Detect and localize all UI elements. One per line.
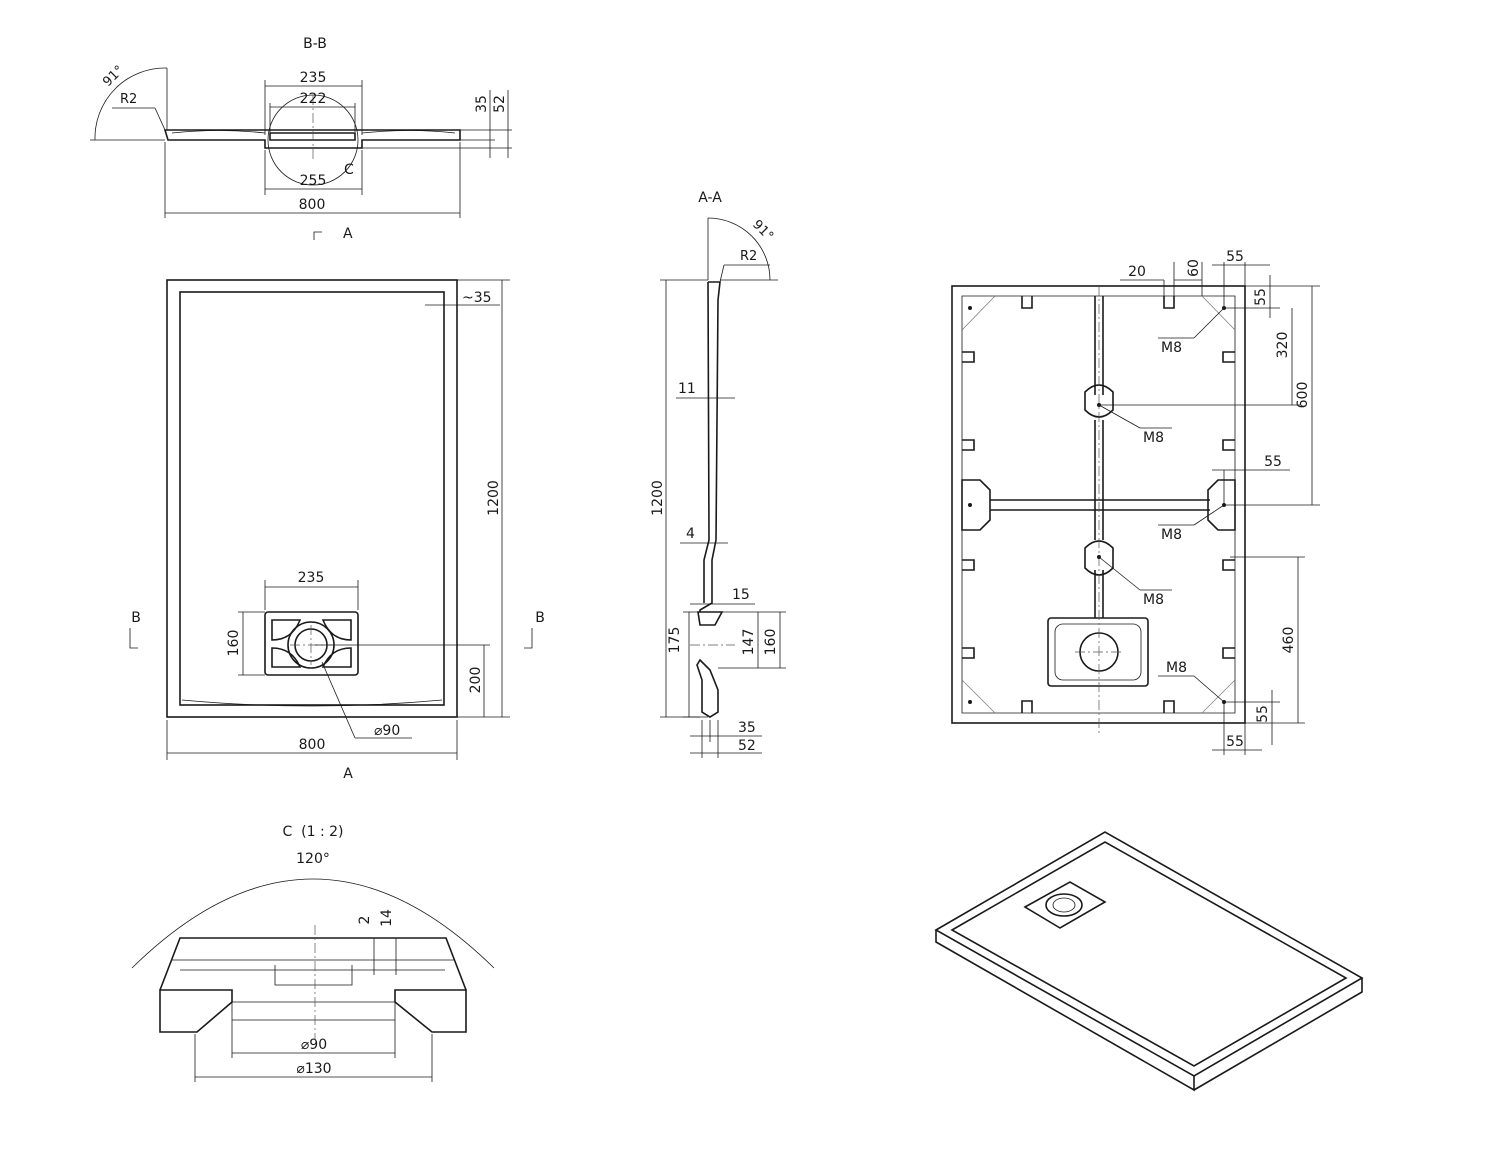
section-aa-dim-1200: 1200 bbox=[650, 480, 666, 516]
detail-c-title: C (1 : 2) bbox=[282, 824, 343, 840]
bottom-view-dim-55-top: 55 bbox=[1226, 249, 1244, 265]
section-bb-dim-235: 235 bbox=[300, 70, 327, 86]
section-bb-dim-35: 35 bbox=[474, 95, 490, 113]
detail-c-view: C (1 : 2) 120° 2 14 ⌀90 ⌀130 bbox=[131, 824, 495, 1082]
top-view-section-mark-b-left: B bbox=[131, 610, 141, 626]
section-bb-title: B-B bbox=[303, 36, 327, 52]
detail-c-angle: 120° bbox=[296, 851, 330, 867]
section-aa-radius: R2 bbox=[740, 249, 757, 264]
bottom-view-dim-460: 460 bbox=[1281, 627, 1297, 654]
bottom-view-dim-55-mid: 55 bbox=[1264, 454, 1282, 470]
detail-c-dim-90: ⌀90 bbox=[301, 1037, 327, 1053]
top-view: A ~35 1200 200 235 160 ⌀90 bbox=[129, 226, 545, 782]
bottom-view-thread-3: M8 bbox=[1161, 527, 1182, 543]
top-view-dim-rim: ~35 bbox=[462, 290, 492, 306]
section-bb-dim-52: 52 bbox=[492, 95, 508, 113]
top-view-dim-160: 160 bbox=[226, 630, 242, 657]
section-bb-view: B-B 91° R2 235 222 255 C 800 bbox=[90, 36, 512, 218]
section-aa-angle: 91° bbox=[749, 217, 776, 244]
top-view-dim-1200: 1200 bbox=[486, 480, 502, 516]
section-bb-radius: R2 bbox=[120, 92, 137, 107]
section-bb-dim-222: 222 bbox=[300, 91, 327, 107]
bottom-view-dim-55-bottom: 55 bbox=[1226, 734, 1244, 750]
detail-c-dim-130: ⌀130 bbox=[296, 1061, 331, 1077]
detail-c-dim-14: 14 bbox=[379, 909, 395, 927]
section-bb-dim-255: 255 bbox=[300, 173, 327, 189]
bottom-view-dim-55-right-top: 55 bbox=[1253, 288, 1269, 306]
top-view-section-mark-a-bottom: A bbox=[343, 766, 353, 782]
top-view-section-mark-a-top: A bbox=[343, 226, 353, 242]
detail-c-dim-2: 2 bbox=[357, 916, 373, 925]
bottom-view-dim-60: 60 bbox=[1186, 259, 1202, 277]
section-aa-dim-52: 52 bbox=[738, 738, 756, 754]
section-aa-dim-15: 15 bbox=[732, 587, 750, 603]
section-aa-dim-160: 160 bbox=[763, 629, 779, 656]
top-view-dim-235: 235 bbox=[298, 570, 325, 586]
top-view-dim-800: 800 bbox=[299, 737, 326, 753]
top-view-dim-200: 200 bbox=[468, 667, 484, 694]
top-view-section-mark-b-right: B bbox=[535, 610, 545, 626]
bottom-view-dim-320: 320 bbox=[1275, 332, 1291, 359]
section-aa-dim-147: 147 bbox=[741, 629, 757, 656]
isometric-view bbox=[934, 831, 1364, 1092]
section-aa-dim-4: 4 bbox=[686, 526, 695, 542]
bottom-view-thread-2: M8 bbox=[1143, 430, 1164, 446]
bottom-view-thread-4: M8 bbox=[1143, 592, 1164, 608]
bottom-view-dim-55-right-bottom: 55 bbox=[1255, 705, 1271, 723]
section-bb-dim-800: 800 bbox=[299, 197, 326, 213]
section-aa-view: A-A 91° R2 1200 11 4 15 175 bbox=[650, 190, 786, 758]
bottom-view-thread-1: M8 bbox=[1161, 340, 1182, 356]
section-aa-dim-35: 35 bbox=[738, 720, 756, 736]
bottom-view-thread-5: M8 bbox=[1166, 660, 1187, 676]
section-aa-title: A-A bbox=[698, 190, 722, 206]
section-bb-detail-label: C bbox=[344, 162, 354, 178]
section-bb-angle: 91° bbox=[100, 63, 127, 90]
bottom-view: M8 M8 M8 M8 M8 20 60 55 55 320 600 55 bbox=[951, 249, 1320, 755]
section-aa-dim-11: 11 bbox=[678, 381, 696, 397]
section-aa-dim-175: 175 bbox=[667, 627, 683, 654]
bottom-view-dim-20: 20 bbox=[1128, 264, 1146, 280]
top-view-dim-drain: ⌀90 bbox=[374, 723, 400, 739]
bottom-view-dim-600: 600 bbox=[1295, 382, 1311, 409]
